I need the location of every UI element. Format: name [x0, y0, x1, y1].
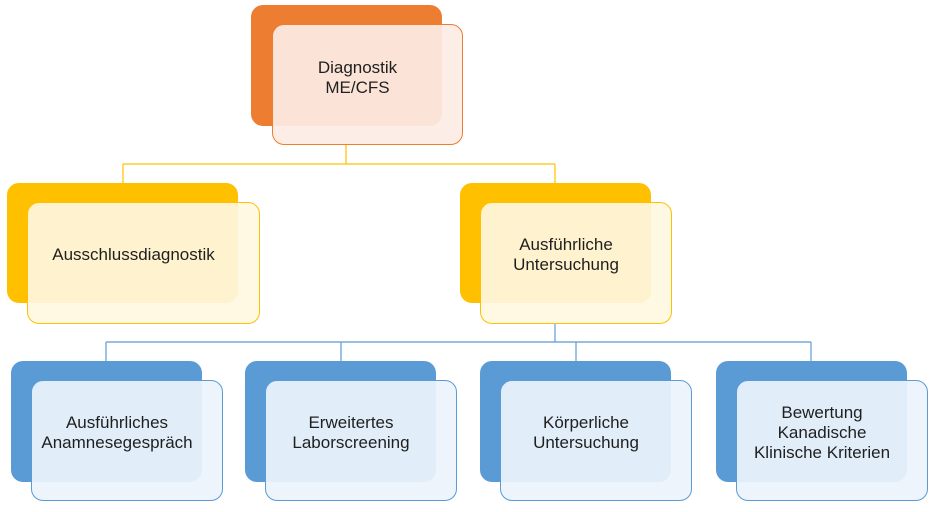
untersuchung-connectors — [105, 324, 812, 361]
root-node[interactable]: Diagnostik ME/CFS — [272, 24, 463, 145]
node-ausfuehrliche-untersuchung-label: Ausführliche Untersuchung — [513, 234, 619, 274]
node-anamnesegespraech-label: Ausführliches Anamnesegespräch — [41, 412, 193, 452]
node-anamnesegespraech[interactable]: Ausführliches Anamnesegespräch — [31, 380, 223, 501]
root-connectors — [122, 145, 556, 183]
node-koerperliche-untersuchung-label: Körperliche Untersuchung — [533, 412, 639, 452]
node-ausschlussdiagnostik[interactable]: Ausschlussdiagnostik — [27, 202, 260, 324]
node-kanadische-kriterien[interactable]: Bewertung Kanadische Klinische Kriterien — [736, 380, 928, 501]
node-ausschlussdiagnostik-label: Ausschlussdiagnostik — [52, 244, 215, 264]
node-koerperliche-untersuchung[interactable]: Körperliche Untersuchung — [500, 380, 692, 501]
node-ausfuehrliche-untersuchung[interactable]: Ausführliche Untersuchung — [480, 202, 672, 324]
node-kanadische-kriterien-label: Bewertung Kanadische Klinische Kriterien — [753, 402, 891, 462]
node-laborscreening-label: Erweitertes Laborscreening — [292, 412, 410, 452]
node-laborscreening[interactable]: Erweitertes Laborscreening — [265, 380, 457, 501]
root-node-label: Diagnostik ME/CFS — [317, 57, 398, 97]
